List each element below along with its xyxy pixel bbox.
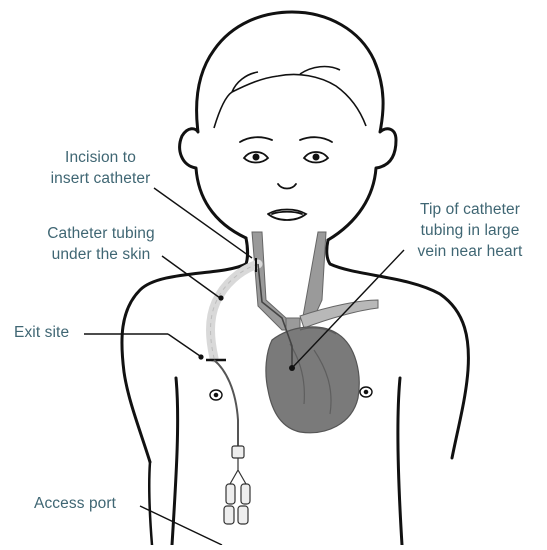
hair-outline — [214, 67, 366, 128]
label-access-port: Access port — [34, 493, 154, 514]
right-torso-outline — [398, 378, 402, 545]
left-brow — [240, 137, 272, 142]
right-jugular-vein — [302, 232, 326, 322]
label-catheter-tubing: Catheter tubing under the skin — [16, 223, 186, 265]
label-incision: Incision to insert catheter — [18, 147, 183, 189]
heart-icon — [266, 327, 359, 433]
face — [240, 137, 332, 220]
head-outline — [180, 12, 396, 240]
nose — [278, 184, 296, 189]
label-catheter-tip: Tip of catheter tubing in large vein nea… — [400, 199, 540, 262]
child-figure — [122, 12, 469, 545]
right-brow — [300, 137, 332, 142]
lip-line — [272, 212, 302, 214]
label-exit-site: Exit site — [14, 322, 104, 343]
access-port-icon — [224, 446, 250, 524]
left-torso-outline — [172, 378, 178, 545]
external-catheter-line — [214, 360, 238, 450]
